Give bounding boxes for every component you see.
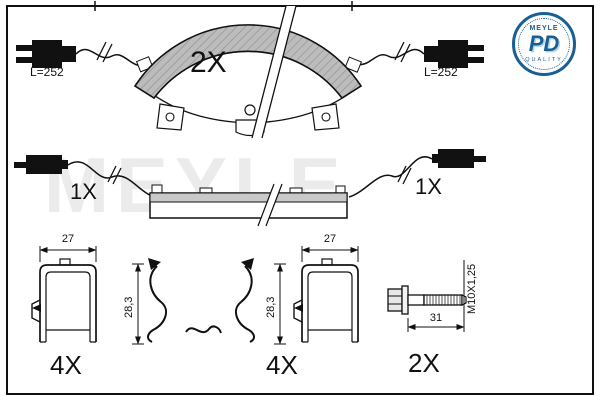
break-mark [251,5,297,139]
clip-left-width-label: 27 [61,233,75,245]
right-sensor-length-label: L=252 [424,65,458,79]
clip-right-width-label: 27 [323,233,337,245]
bolt-drawing [387,285,467,315]
brake-pad-front-view [133,5,363,139]
bolt-length-label: 31 [429,312,443,324]
left-wear-sensor-connector [16,40,76,68]
abutment-clip-right-drawing [293,258,359,343]
abutment-clip-left-drawing [31,258,97,343]
friction-surface [133,24,363,100]
logo-pd-text: PD [528,31,560,56]
fold-tick-marks [94,1,353,11]
right-sensor-wire [355,41,425,66]
meyle-pd-logo: MEYLE PD QUALITY [512,12,576,76]
spring-height-right-label: 28,3 [265,296,277,318]
spring-dimension-left [132,263,144,345]
center-hole [244,104,256,116]
side-left-wire [67,161,153,197]
side-left-quantity-label: 1X [70,179,97,204]
left-sensor-wire [75,41,147,67]
side-left-connector [14,155,68,174]
clip-right-dimension [301,246,359,262]
right-wear-sensor-connector [424,40,484,68]
side-right-quantity-label: 1X [415,174,442,199]
spring-link-drawing [185,325,222,334]
side-right-wire [348,156,433,198]
bolt-quantity-label: 2X [408,348,440,378]
spring-dimension-right [274,263,286,345]
brake-pad-side-view [149,183,348,227]
clip-left-quantity-label: 4X [50,350,82,380]
logo-brand-text: MEYLE [529,25,559,32]
clip-left-dimension [39,246,97,262]
bolt-thread-label: M10X1,25 [466,263,478,314]
side-right-connector [432,149,486,168]
clip-right-quantity-label: 4X [266,350,298,380]
pad-spring-right-drawing [234,258,255,343]
pad-spring-left-drawing [147,258,168,343]
bolt-dimension [407,260,465,332]
frame-border [6,1,594,395]
right-sensor-clip [344,56,363,73]
logo-quality-text: QUALITY [525,57,563,63]
break-mark [257,183,283,227]
left-sensor-length-label: L=252 [30,65,64,79]
pad-quantity-label: 2X [190,46,227,79]
spring-height-left-label: 28,3 [123,296,135,318]
